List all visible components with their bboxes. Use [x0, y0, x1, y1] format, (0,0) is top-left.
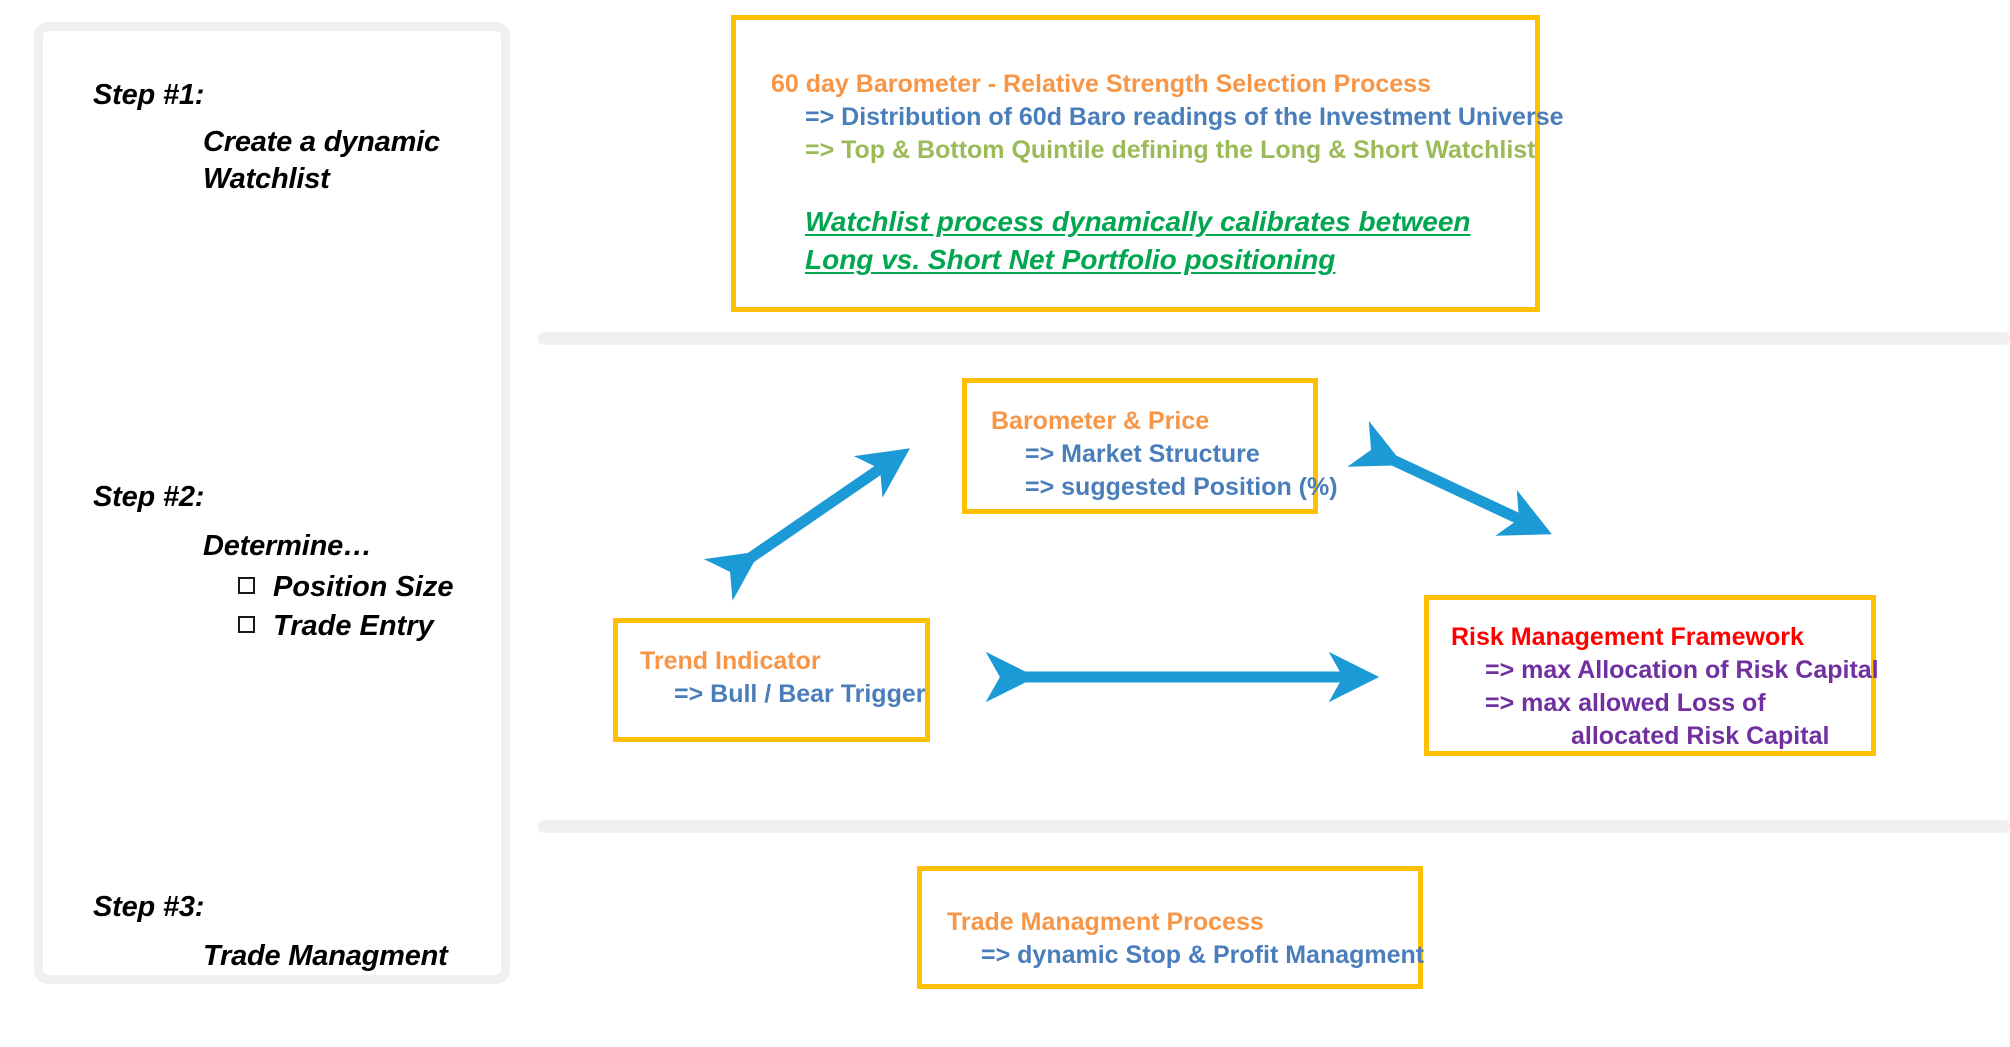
checkbox-icon	[238, 616, 255, 633]
risk-management-framework-box: Risk Management Framework => max Allocat…	[1424, 595, 1879, 756]
watchlist-box-title: 60 day Barometer - Relative Strength Sel…	[771, 70, 1431, 98]
step-1-label: Step #1:	[93, 79, 205, 111]
checkbox-icon	[238, 577, 255, 594]
step-3-label: Step #3:	[93, 891, 205, 923]
trade-management-box-line-1: => dynamic Stop & Profit Managment	[981, 941, 1425, 969]
step-1-detail-line1: Create a dynamic	[203, 126, 440, 158]
step-2-sub-list: Position Size Trade Entry	[238, 571, 501, 643]
watchlist-box-line-1: => Distribution of 60d Baro readings of …	[805, 103, 1564, 131]
step-2-label: Step #2:	[93, 481, 205, 513]
steps-panel: Step #1: Create a dynamic Watchlist Step…	[34, 22, 510, 984]
step-1-detail-line2: Watchlist	[203, 163, 330, 195]
arrow-trend-to-barometer	[703, 448, 910, 601]
watchlist-box-line-2: => Top & Bottom Quintile defining the Lo…	[805, 136, 1536, 164]
step-2-detail-line1: Determine…	[203, 530, 372, 562]
step-block-3: Step #3: Trade Managment	[43, 891, 501, 973]
watchlist-box-emphasis-line-1: Watchlist process dynamically calibrates…	[805, 206, 1471, 237]
trend-indicator-box-title: Trend Indicator	[640, 647, 821, 675]
step-block-1: Step #1: Create a dynamic Watchlist	[43, 79, 501, 196]
section-separator-2	[538, 820, 2010, 833]
step-3-detail-line1: Trade Managment	[203, 940, 448, 972]
step-2-sub-item-label: Trade Entry	[273, 610, 434, 642]
watchlist-box-emphasis-line-2: Long vs. Short Net Portfolio positioning	[805, 244, 1336, 276]
watchlist-process-box: 60 day Barometer - Relative Strength Sel…	[731, 15, 1564, 312]
trend-indicator-box-line-1: => Bull / Bear Trigger	[674, 680, 926, 708]
trend-indicator-box: Trend Indicator => Bull / Bear Trigger	[613, 618, 930, 742]
step-2-sub-item-label: Position Size	[273, 571, 454, 603]
step-block-2: Step #2: Determine… Position Size Trade …	[43, 481, 501, 643]
risk-framework-box-title: Risk Management Framework	[1451, 623, 1804, 651]
barometer-price-box: Barometer & Price => Market Structure =>…	[962, 378, 1338, 514]
barometer-price-box-line-2: => suggested Position (%)	[1025, 473, 1338, 501]
arrow-barometer-to-risk	[1347, 420, 1552, 536]
risk-framework-box-line-3: allocated Risk Capital	[1571, 722, 1830, 750]
step-2-sub-item-position-size: Position Size	[238, 571, 501, 604]
barometer-price-box-title: Barometer & Price	[991, 407, 1210, 435]
barometer-price-box-line-1: => Market Structure	[1025, 440, 1260, 468]
trade-management-box-title: Trade Managment Process	[947, 908, 1264, 936]
risk-framework-box-line-1: => max Allocation of Risk Capital	[1485, 656, 1879, 684]
section-separator-1	[538, 332, 2010, 345]
trade-management-process-box: Trade Managment Process => dynamic Stop …	[917, 866, 1425, 989]
risk-framework-box-line-2: => max allowed Loss of	[1485, 689, 1766, 717]
step-2-sub-item-trade-entry: Trade Entry	[238, 610, 501, 643]
